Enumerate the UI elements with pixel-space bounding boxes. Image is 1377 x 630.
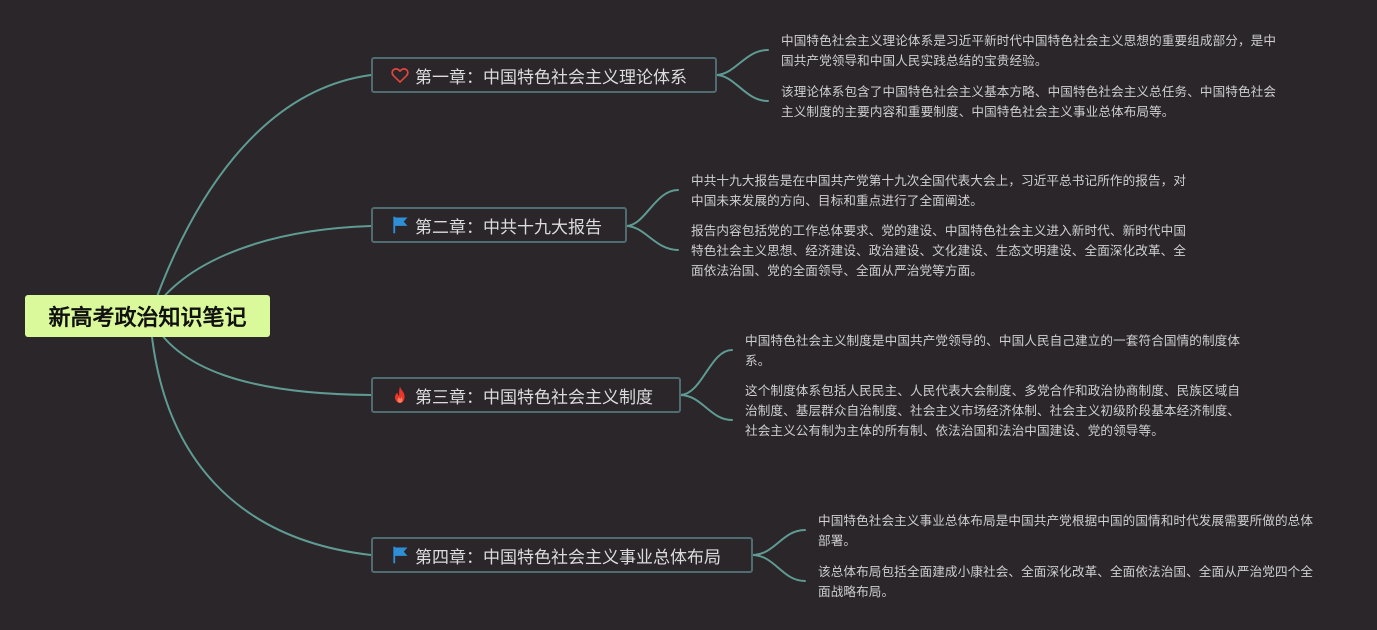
chapter-2-topic[interactable]: 第二章：中共十九大报告 — [371, 207, 627, 243]
flag-icon — [389, 214, 411, 236]
chapter-1-label: 第一章：中国特色社会主义理论体系 — [415, 67, 687, 88]
chapter-1-note-2[interactable]: 该理论体系包含了中国特色社会主义基本方略、中国特色社会主义总任务、中国特色社会主… — [781, 84, 1277, 119]
chapter-1-topic[interactable]: 第一章：中国特色社会主义理论体系 — [371, 57, 717, 93]
fire-icon — [389, 384, 411, 406]
chapter-2-note-2[interactable]: 报告内容包括党的工作总体要求、党的建设、中国特色社会主义进入新时代、新时代中国特… — [691, 223, 1187, 278]
connector-chapter-3-note-1 — [679, 349, 733, 396]
connector-chapter-4-note-2 — [751, 554, 806, 582]
chapter-3-label: 第三章：中国特色社会主义制度 — [415, 387, 653, 408]
connector-chapter-2-note-2 — [625, 225, 679, 251]
chapter-1-note-1[interactable]: 中国特色社会主义理论体系是习近平新时代中国特色社会主义思想的重要组成部分，是中国… — [781, 33, 1277, 68]
chapter-3-note-1[interactable]: 中国特色社会主义制度是中国共产党领导的、中国人民自己建立的一套符合国情的制度体系… — [745, 333, 1241, 368]
root-topic-label: 新高考政治知识笔记 — [48, 306, 247, 331]
heart-icon — [389, 64, 411, 86]
chapter-2-label: 第二章：中共十九大报告 — [415, 217, 602, 238]
root-topic[interactable]: 新高考政治知识笔记 — [25, 295, 270, 337]
connector-root-chapter-4 — [149, 315, 372, 556]
connector-chapter-2-note-1 — [625, 189, 679, 227]
chapter-4-topic[interactable]: 第四章：中国特色社会主义事业总体布局 — [371, 537, 753, 573]
flag-icon — [389, 544, 411, 566]
connector-chapter-4-note-1 — [751, 529, 806, 556]
connector-chapter-1-note-1 — [715, 49, 769, 76]
connector-root-chapter-1 — [149, 74, 372, 317]
chapter-3-note-2[interactable]: 这个制度体系包括人民民主、人民代表大会制度、多党合作和政治协商制度、民族区域自治… — [745, 383, 1241, 438]
connector-chapter-1-note-2 — [715, 74, 769, 102]
chapter-4-note-1[interactable]: 中国特色社会主义事业总体布局是中国共产党根据中国的国情和时代发展需要所做的总体部… — [818, 513, 1314, 548]
chapter-4-label: 第四章：中国特色社会主义事业总体布局 — [415, 547, 721, 568]
chapter-2-note-1[interactable]: 中共十九大报告是在中国共产党第十九次全国代表大会上，习近平总书记所作的报告，对中… — [691, 173, 1187, 208]
connector-chapter-3-note-2 — [679, 394, 733, 421]
chapter-3-topic[interactable]: 第三章：中国特色社会主义制度 — [371, 377, 681, 413]
chapter-4-note-2[interactable]: 该总体布局包括全面建成小康社会、全面深化改革、全面依法治国、全面从严治党四个全面… — [818, 564, 1314, 599]
